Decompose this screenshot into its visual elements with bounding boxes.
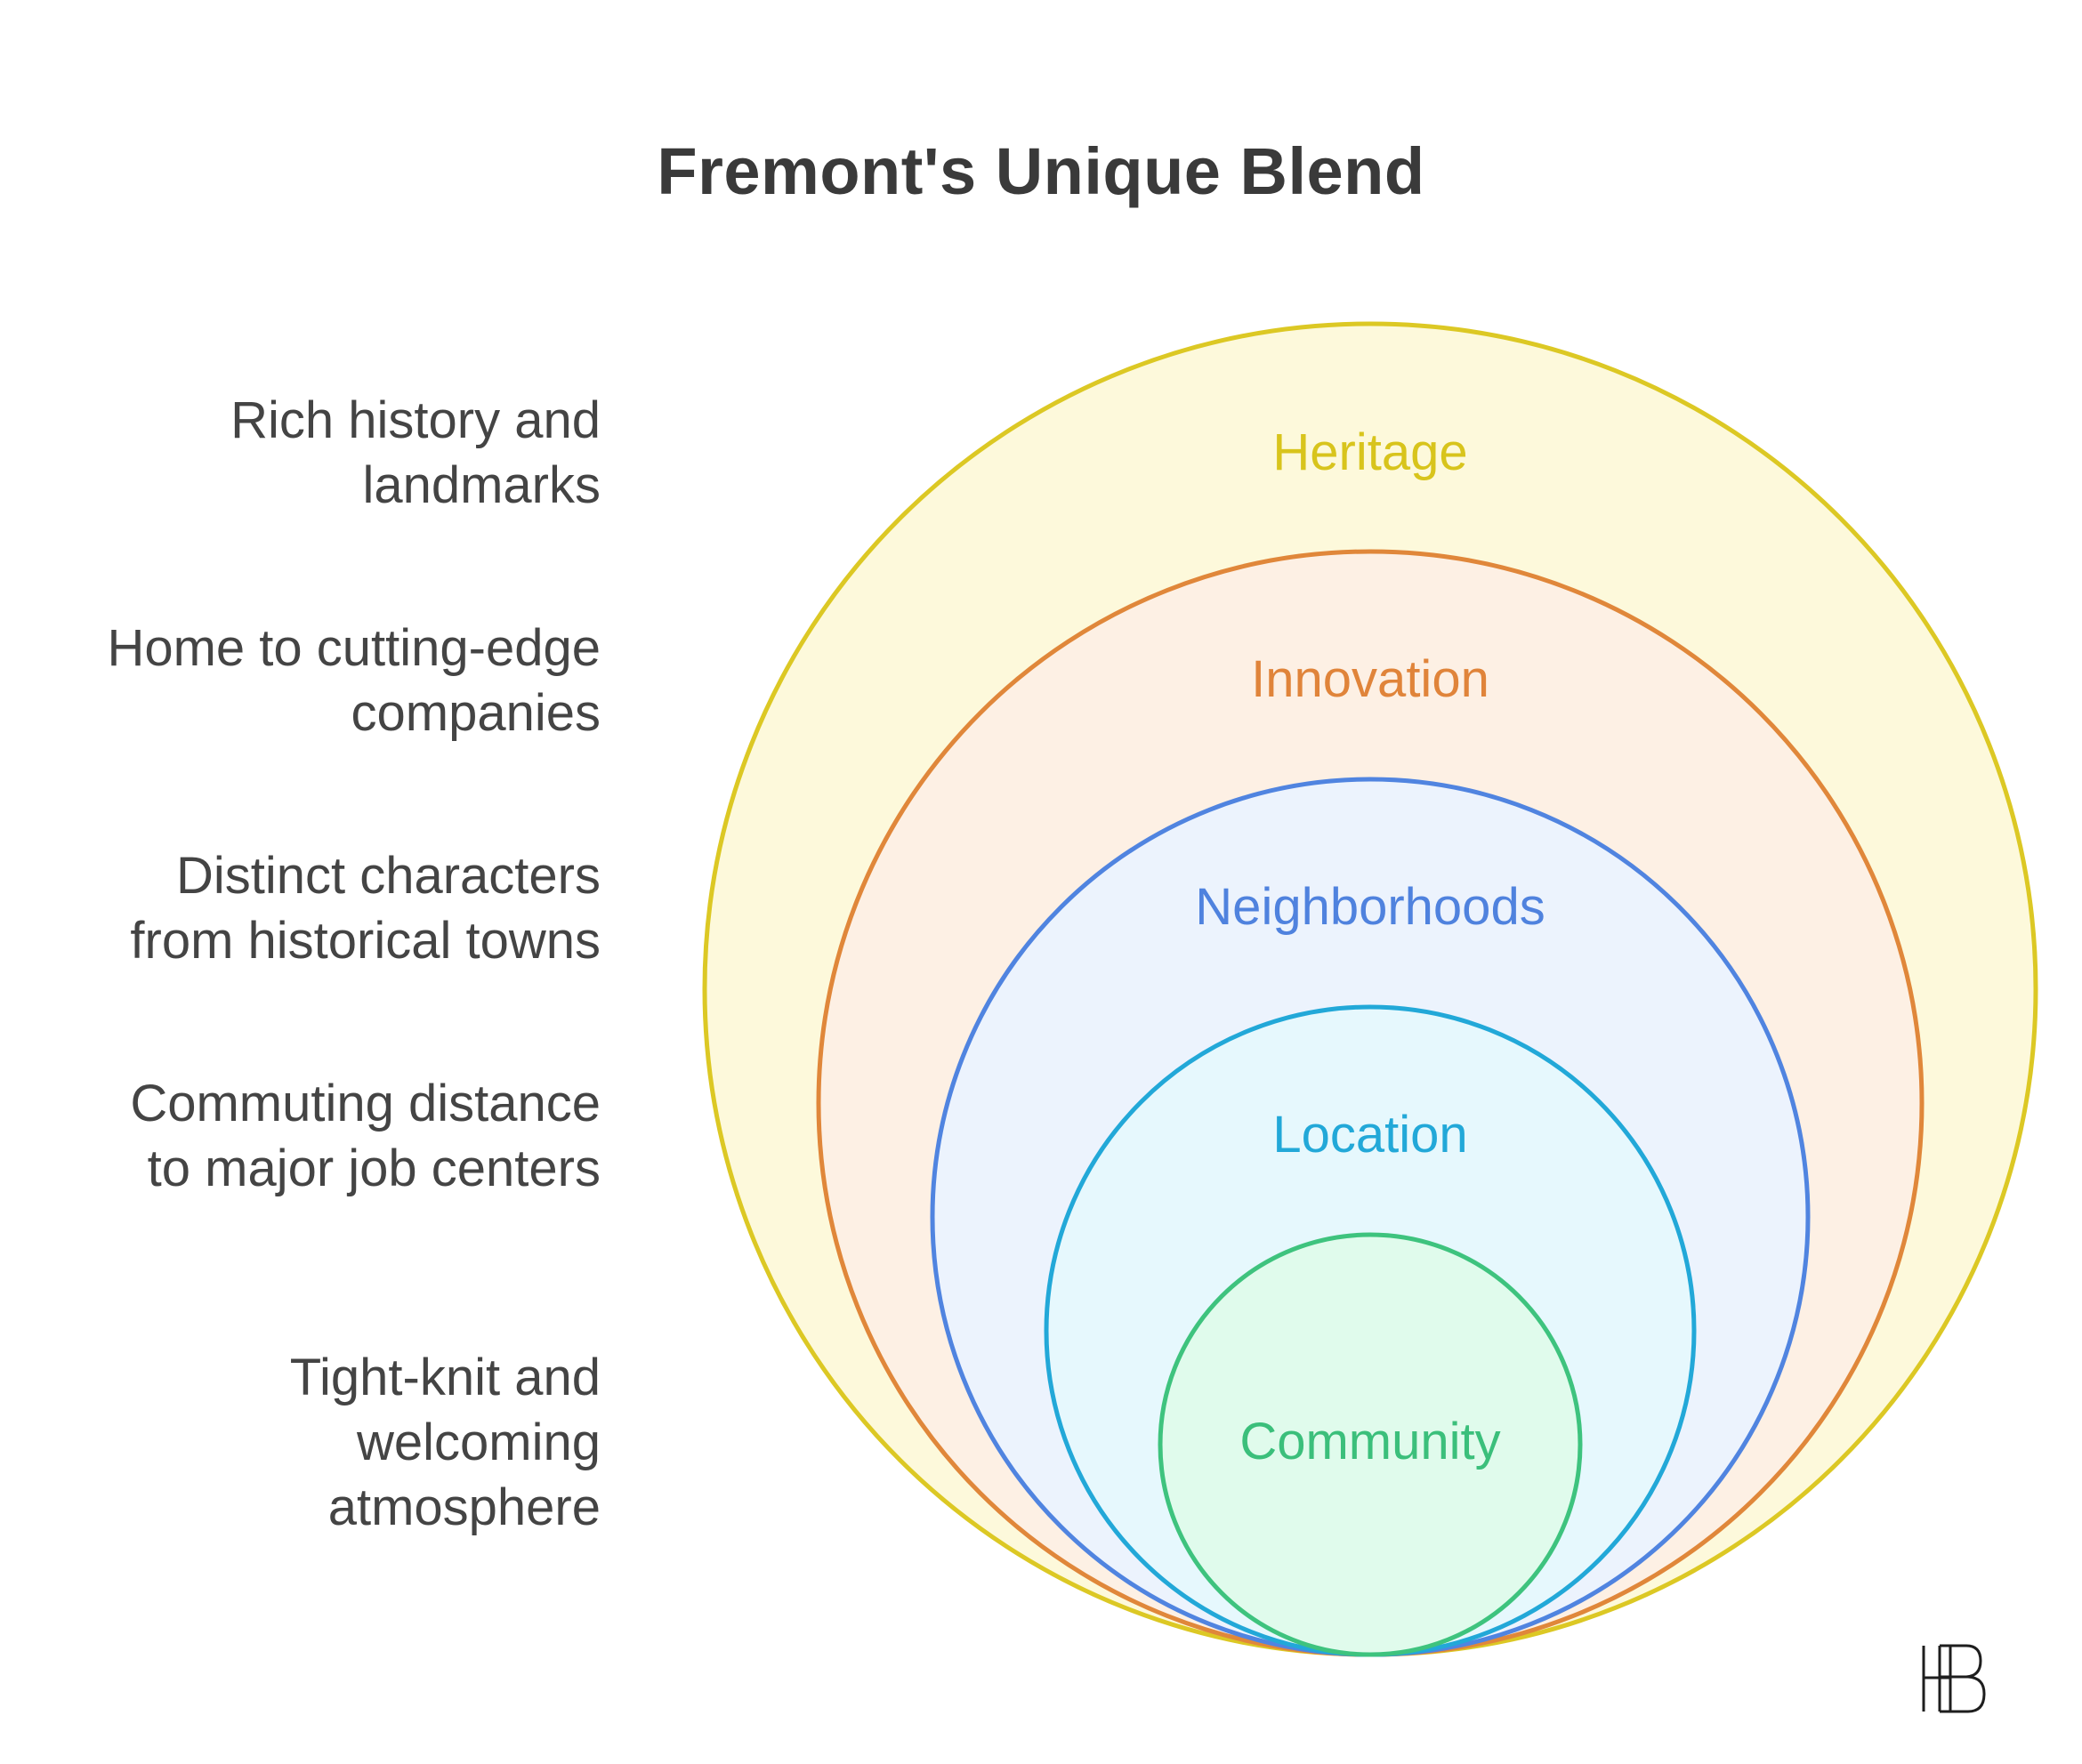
description-line: Rich history and xyxy=(230,391,601,449)
label-neighborhoods: Neighborhoods xyxy=(1195,878,1545,936)
description-neighborhoods: Distinct characters from historical town… xyxy=(31,843,601,973)
description-innovation: Home to cutting-edge companies xyxy=(31,616,601,745)
label-location: Location xyxy=(1272,1106,1467,1164)
description-line: Tight-knit and xyxy=(289,1349,601,1406)
diagram-title: Fremont's Unique Blend xyxy=(657,134,1425,208)
description-line: from historical towns xyxy=(130,912,601,970)
description-line: Distinct characters xyxy=(175,847,601,905)
hb-monogram-icon xyxy=(1920,1644,1991,1720)
label-community: Community xyxy=(1239,1413,1500,1470)
description-line: welcoming xyxy=(357,1414,601,1471)
description-heritage: Rich history and landmarks xyxy=(31,388,601,518)
description-line: landmarks xyxy=(362,456,601,514)
description-line: Home to cutting-edge xyxy=(107,619,601,677)
circle-community: Community xyxy=(1158,1232,1583,1657)
description-line: atmosphere xyxy=(327,1478,601,1536)
description-line: Commuting distance xyxy=(130,1075,601,1132)
description-line: to major job centers xyxy=(147,1140,601,1197)
description-location: Commuting distance to major job centers xyxy=(31,1071,601,1201)
label-heritage: Heritage xyxy=(1272,423,1467,481)
description-line: companies xyxy=(351,684,601,742)
description-community: Tight-knit and welcoming atmosphere xyxy=(31,1345,601,1540)
label-innovation: Innovation xyxy=(1251,650,1489,708)
